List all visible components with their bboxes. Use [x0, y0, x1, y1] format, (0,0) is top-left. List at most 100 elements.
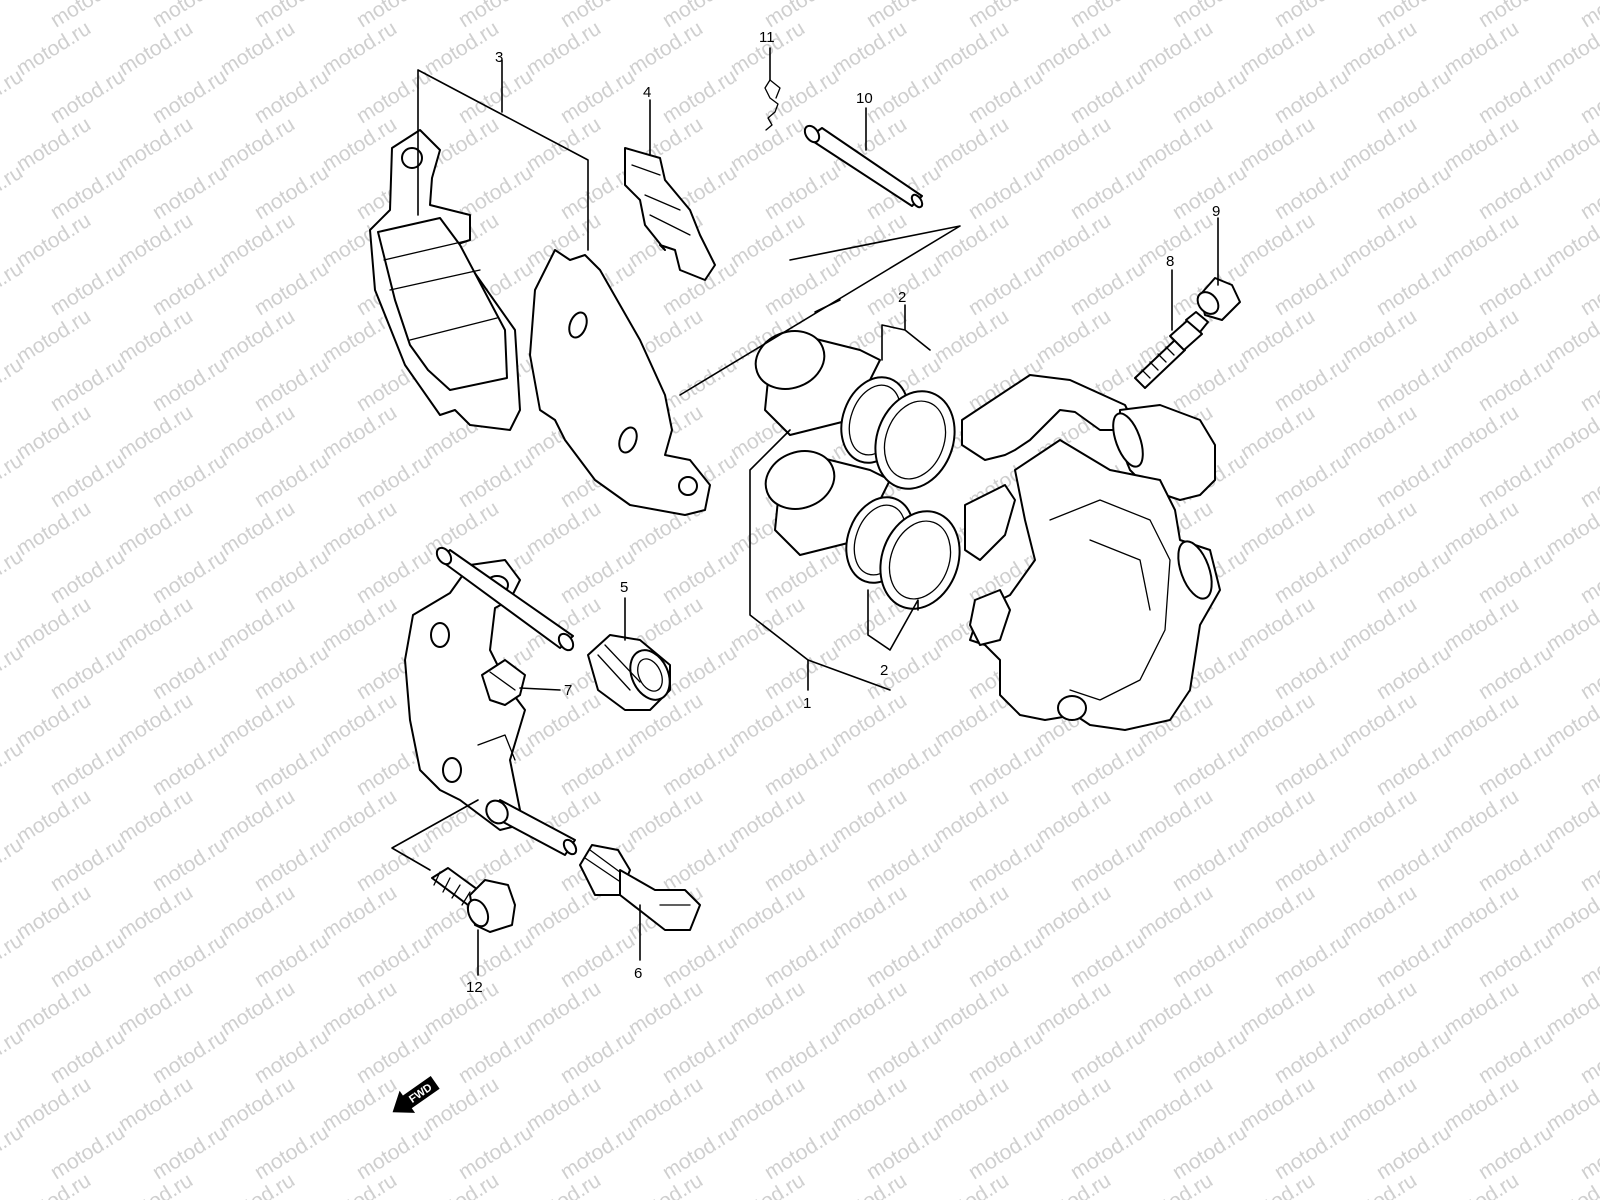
watermark-text: motod.ru	[250, 737, 332, 800]
watermark-text: motod.ru	[1372, 737, 1454, 800]
callout-4: 4	[643, 84, 651, 101]
watermark-text: motod.ru	[556, 1121, 638, 1184]
watermark-text: motod.ru	[318, 497, 400, 560]
watermark-text: motod.ru	[1236, 497, 1318, 560]
watermark-text: motod.ru	[624, 17, 706, 80]
bleeder-cap	[1196, 277, 1241, 321]
watermark-text: motod.ru	[216, 17, 298, 80]
watermark-text: motod.ru	[12, 209, 94, 272]
watermark-text: motod.ru	[1440, 113, 1522, 176]
watermark-text: motod.ru	[964, 737, 1046, 800]
watermark-text: motod.ru	[862, 833, 944, 896]
watermark-text: motod.ru	[1338, 305, 1420, 368]
watermark-text: motod.ru	[12, 881, 94, 944]
watermark-text: motod.ru	[216, 977, 298, 1040]
watermark-text: motod.ru	[624, 977, 706, 1040]
watermark-text: motod.ru	[1474, 929, 1556, 992]
watermark-text: motod.ru	[1066, 65, 1148, 128]
watermark-text: motod.ru	[250, 449, 332, 512]
watermark-text: motod.ru	[12, 497, 94, 560]
watermark-text: motod.ru	[828, 881, 910, 944]
watermark-text: motod.ru	[1474, 353, 1556, 416]
watermark-text: motod.ru	[1270, 353, 1352, 416]
watermark-text: motod.ru	[760, 929, 842, 992]
watermark-text: motod.ru	[318, 881, 400, 944]
watermark-text: motod.ru	[114, 1073, 196, 1136]
watermark-text: motod.ru	[216, 593, 298, 656]
watermark-text: motod.ru	[352, 1025, 434, 1088]
watermark-text: motod.ru	[522, 113, 604, 176]
watermark-text: motod.ru	[318, 401, 400, 464]
watermark-text: motod.ru	[420, 977, 502, 1040]
watermark-text: motod.ru	[1372, 1025, 1454, 1088]
watermark-text: motod.ru	[1338, 785, 1420, 848]
retaining-clip	[764, 79, 781, 131]
watermark-text: motod.ru	[420, 497, 502, 560]
watermark-text: motod.ru	[1440, 689, 1522, 752]
watermark-text: motod.ru	[930, 209, 1012, 272]
watermark-text: motod.ru	[12, 785, 94, 848]
watermark-text: motod.ru	[46, 929, 128, 992]
caliper-body	[961, 374, 1221, 731]
leader-lines	[391, 47, 1219, 976]
watermark-text: motod.ru	[114, 305, 196, 368]
watermark-text: motod.ru	[1168, 1121, 1250, 1184]
watermark-text: motod.ru	[1168, 929, 1250, 992]
watermark-text: motod.ru	[964, 257, 1046, 320]
watermark-text: motod.ru	[1236, 209, 1318, 272]
watermark-text: motod.ru	[318, 17, 400, 80]
watermark-text: motod.ru	[250, 1121, 332, 1184]
watermark-text: motod.ru	[46, 833, 128, 896]
watermark-text: motod.ru	[964, 833, 1046, 896]
watermark-text: motod.ru	[1474, 545, 1556, 608]
watermark-text: motod.ru	[216, 209, 298, 272]
watermark-text: motod.ru	[658, 1025, 740, 1088]
slide-pin-bolt	[579, 844, 701, 931]
watermark-text: motod.ru	[1270, 833, 1352, 896]
callout-9: 9	[1212, 203, 1220, 220]
watermark-text: motod.ru	[114, 209, 196, 272]
watermark-text: motod.ru	[1372, 257, 1454, 320]
watermark-text: motod.ru	[1168, 833, 1250, 896]
watermark-text: motod.ru	[1576, 833, 1600, 896]
watermark-text: motod.ru	[454, 1025, 536, 1088]
watermark-text: motod.ru	[1576, 65, 1600, 128]
watermark-text: motod.ru	[1576, 1025, 1600, 1088]
watermark-text: motod.ru	[828, 689, 910, 752]
watermark-text: motod.ru	[658, 833, 740, 896]
watermark-text: motod.ru	[250, 353, 332, 416]
pad-pin	[803, 124, 924, 209]
watermark-text: motod.ru	[1032, 209, 1114, 272]
callout-11: 11	[759, 29, 775, 46]
watermark-text: motod.ru	[1440, 881, 1522, 944]
watermark-text: motod.ru	[930, 113, 1012, 176]
watermark-text: motod.ru	[352, 449, 434, 512]
watermark-text: motod.ru	[148, 161, 230, 224]
watermark-text: motod.ru	[1236, 977, 1318, 1040]
watermark-text: motod.ru	[216, 881, 298, 944]
watermark-text: motod.ru	[148, 353, 230, 416]
watermark-text: motod.ru	[556, 737, 638, 800]
watermark-text: motod.ru	[964, 65, 1046, 128]
watermark-text: motod.ru	[46, 161, 128, 224]
watermark-text: motod.ru	[1576, 257, 1600, 320]
watermark-text: motod.ru	[1576, 161, 1600, 224]
watermark-text: motod.ru	[114, 497, 196, 560]
watermark-text: motod.ru	[46, 353, 128, 416]
watermark-text: motod.ru	[1236, 1073, 1318, 1136]
watermark-text: motod.ru	[1338, 401, 1420, 464]
watermark-text: motod.ru	[760, 833, 842, 896]
watermark-text: motod.ru	[1168, 353, 1250, 416]
watermark-text: motod.ru	[148, 737, 230, 800]
watermark-text: motod.ru	[12, 17, 94, 80]
watermark-text: motod.ru	[318, 593, 400, 656]
watermark-text: motod.ru	[862, 65, 944, 128]
watermark-text: motod.ru	[46, 641, 128, 704]
callout-5: 5	[620, 579, 628, 596]
watermark-text: motod.ru	[726, 977, 808, 1040]
watermark-text: motod.ru	[148, 929, 230, 992]
watermark-text: motod.ru	[760, 1025, 842, 1088]
watermark-text: motod.ru	[760, 641, 842, 704]
